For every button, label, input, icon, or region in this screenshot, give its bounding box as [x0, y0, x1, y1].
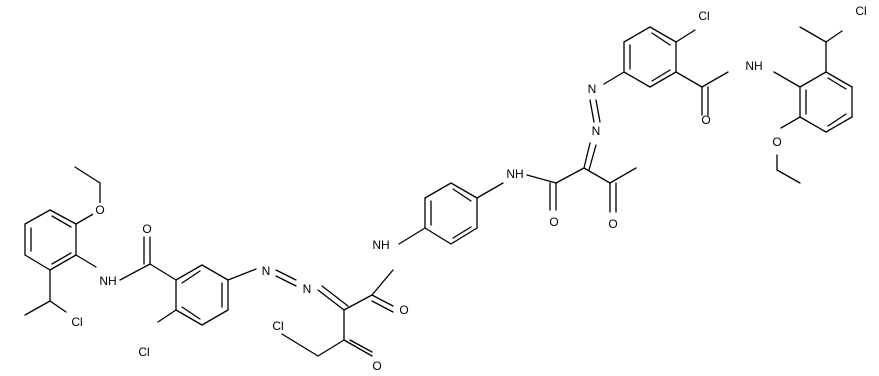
atom-cl-chain: Cl: [272, 319, 283, 333]
atom-nh-right: NH: [506, 167, 523, 181]
atom-o-ethoxy-left: O: [95, 203, 104, 217]
atom-cl-side-right: Cl: [855, 4, 866, 18]
atom-cl-ring-right: Cl: [698, 9, 709, 23]
atom-cl-side-left: Cl: [71, 315, 82, 329]
atom-nh-left: NH: [99, 274, 116, 288]
atom-labels: O O NH Cl Cl N N NH O Cl O NH O O N N Cl…: [71, 4, 866, 373]
atom-o-ethoxy-right: O: [772, 135, 781, 149]
atom-o-keto-center: O: [372, 359, 381, 373]
atom-nh-center: NH: [372, 238, 389, 252]
atom-o-amide-right: O: [549, 215, 558, 229]
atom-o-amide-center: O: [399, 303, 408, 317]
atom-o-keto-right: O: [608, 217, 617, 231]
atom-n-azo-left-2: N: [303, 282, 312, 296]
atom-nh-far-right: NH: [745, 59, 762, 73]
bonds: [24, 26, 853, 357]
atom-n-azo-right-2: N: [588, 82, 597, 96]
atom-n-azo-left-1: N: [262, 264, 271, 278]
atom-o-amide-right2: O: [701, 113, 710, 127]
atom-o-amide-left: O: [142, 222, 151, 236]
atom-cl-ring-left: Cl: [138, 345, 149, 359]
atom-n-azo-right-1: N: [592, 124, 601, 138]
